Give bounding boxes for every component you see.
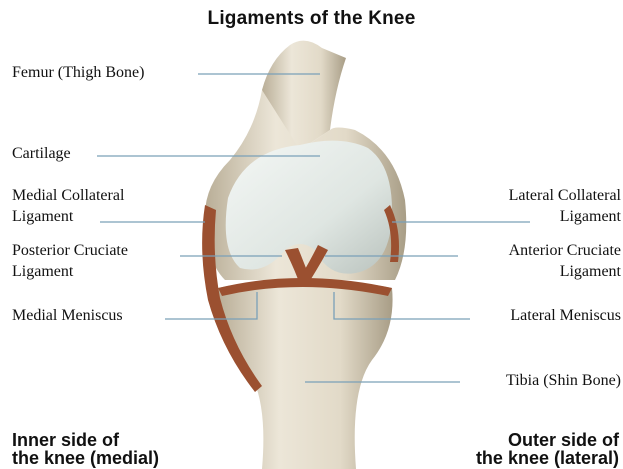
acl-label-line1: Anterior Cruciate [509,240,621,261]
mcl-label-line2: Ligament [12,206,73,227]
cartilage-label: Cartilage [12,143,71,164]
pcl-label-line2: Ligament [12,261,73,282]
lcl-label-line2: Ligament [560,206,621,227]
lateral-meniscus-label: Lateral Meniscus [510,305,621,326]
acl-label-line2: Ligament [560,261,621,282]
outer-side-caption-line1: Outer side of [508,431,619,449]
femur-label: Femur (Thigh Bone) [12,62,144,83]
lcl-label-line1: Lateral Collateral [509,185,621,206]
outer-side-caption-line2: the knee (lateral) [476,449,619,467]
inner-side-caption-line1: Inner side of [12,431,119,449]
medial-meniscus-label: Medial Meniscus [12,305,123,326]
pcl-label-line1: Posterior Cruciate [12,240,128,261]
tibia-label: Tibia (Shin Bone) [506,370,621,391]
mcl-label-line1: Medial Collateral [12,185,124,206]
inner-side-caption-line2: the knee (medial) [12,449,159,467]
